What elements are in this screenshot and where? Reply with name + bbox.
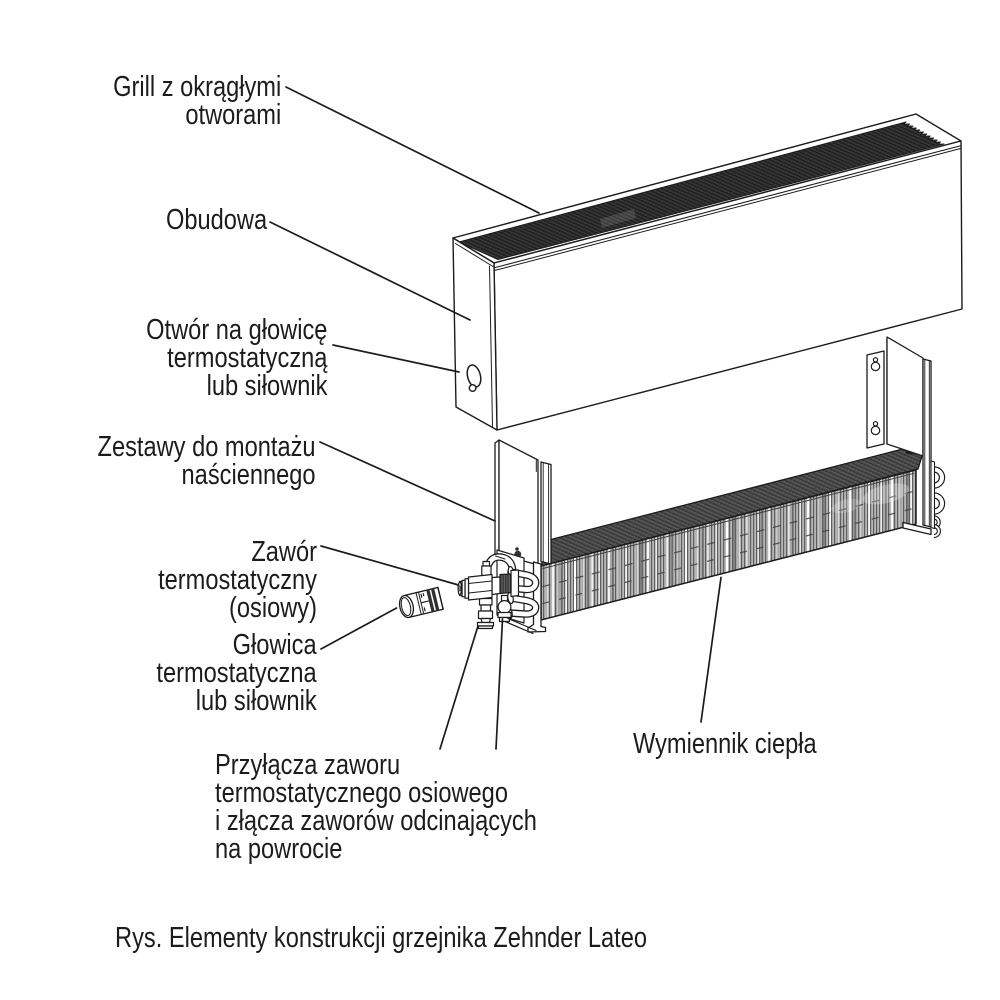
leader-otwor xyxy=(332,344,460,373)
label-przylacza-line-1: Przyłącza zaworu xyxy=(215,749,401,781)
leader-przylacza-1 xyxy=(439,625,479,750)
thermostatic-valve xyxy=(457,569,520,601)
label-otwor-line-2: termostatyczną xyxy=(166,342,327,374)
bracket-foot-right xyxy=(902,521,932,536)
bracket-keyhole-top xyxy=(870,357,881,372)
bracket-keyhole-bottom xyxy=(870,421,881,436)
exchanger-end-plate-left xyxy=(532,561,542,630)
label-glowica: Głowica termostatyczna lub siłownik xyxy=(156,629,317,717)
label-zestawy: Zestawy do montażu naściennego xyxy=(97,431,316,491)
label-otwor-line-3: lub siłownik xyxy=(206,370,327,402)
bracket-channel-right xyxy=(922,358,932,528)
label-zestawy-line-1: Zestawy do montażu xyxy=(97,431,316,463)
label-przylacza-line-2: termostatycznego osiowego xyxy=(215,777,508,809)
pipe-u-lower xyxy=(505,591,540,620)
housing-left-end xyxy=(452,237,498,431)
label-zestawy-line-2: naściennego xyxy=(181,459,316,491)
valve-riser xyxy=(476,587,495,630)
label-obudowa-line-1: Obudowa xyxy=(165,204,267,236)
label-otwor: Otwór na głowicę termostatyczną lub siło… xyxy=(145,314,327,402)
label-grill-line-1: Grill z okrągłymi xyxy=(112,71,281,103)
wall-bracket-right-wing xyxy=(886,336,924,457)
leader-lines xyxy=(269,86,722,750)
label-grill: Grill z okrągłymi otworami xyxy=(112,71,281,131)
label-zawor-line-1: Zawór xyxy=(251,536,317,568)
leader-wymiennik xyxy=(700,576,722,723)
label-glowica-line-1: Głowica xyxy=(232,629,317,661)
leader-glowica xyxy=(320,607,398,650)
heat-exchanger-fins xyxy=(540,469,917,621)
heat-exchanger xyxy=(527,442,927,633)
exchanger-right-pipes xyxy=(930,460,946,539)
return-riser xyxy=(497,594,512,623)
housing-box xyxy=(452,113,963,431)
label-zawor-line-3: (osiowy) xyxy=(229,592,317,624)
label-wymiennik-line-1: Wymiennik ciepła xyxy=(633,728,817,760)
thermostat-opening xyxy=(466,364,482,393)
grill-panel xyxy=(458,121,945,260)
label-glowica-line-3: lub siłownik xyxy=(196,685,317,717)
label-obudowa: Obudowa xyxy=(165,204,267,236)
wall-bracket-left xyxy=(494,439,539,566)
valve-assembly xyxy=(457,549,540,635)
label-otwor-line-1: Otwór na głowicę xyxy=(145,314,327,346)
label-wymiennik: Wymiennik ciepła xyxy=(633,728,817,760)
label-zawor-line-2: termostatyczny xyxy=(158,564,317,596)
wall-bracket-left-plate xyxy=(498,439,539,566)
leader-zawor xyxy=(320,545,460,586)
bracket-channel-left xyxy=(540,461,552,565)
leader-przylacza-2 xyxy=(495,618,504,750)
label-grill-line-2: otworami xyxy=(185,99,281,131)
label-zawor: Zawór termostatyczny (osiowy) xyxy=(158,536,317,624)
wall-bracket-right-plate xyxy=(866,350,885,449)
figure-caption: Rys. Elementy konstrukcji grzejnika Zehn… xyxy=(115,922,648,954)
leader-obudowa xyxy=(269,221,471,321)
label-przylacza: Przyłącza zaworu termostatycznego osiowe… xyxy=(215,749,537,865)
label-przylacza-line-3: i złącza zaworów odcinających xyxy=(215,805,537,837)
leader-grill xyxy=(285,86,540,214)
leader-zestawy xyxy=(319,441,496,522)
label-przylacza-line-4: na powrocie xyxy=(215,833,343,865)
thermostatic-head xyxy=(398,586,444,619)
label-glowica-line-2: termostatyczna xyxy=(156,657,317,689)
